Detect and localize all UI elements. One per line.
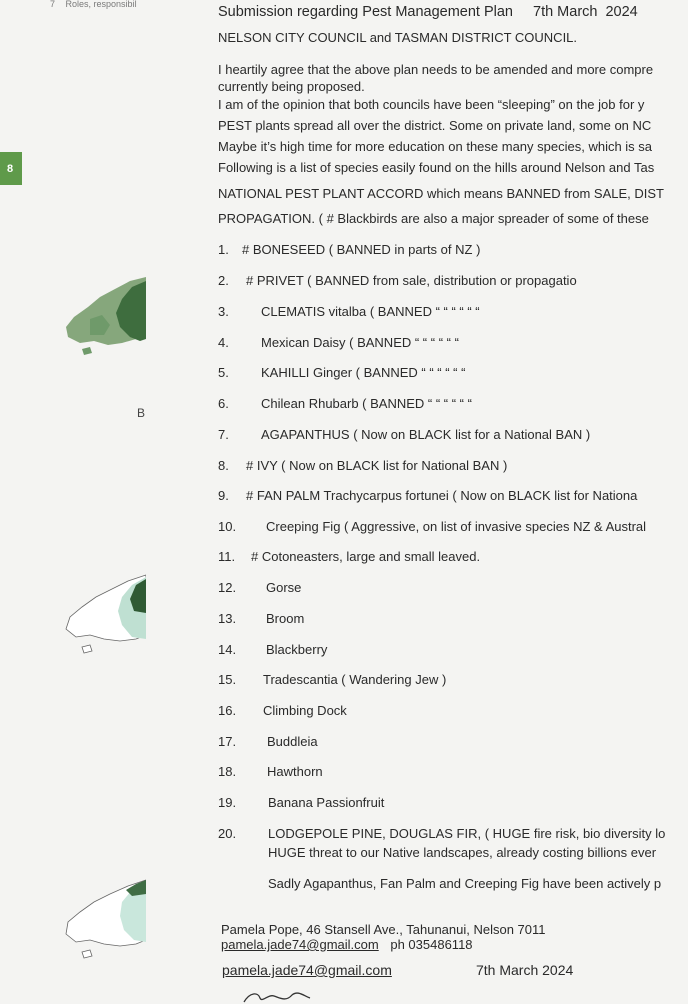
section-tab: 8 xyxy=(0,152,22,185)
map-image-3 xyxy=(65,879,146,959)
bleed-through-margin: 7 Roles, responsibil 8 B xyxy=(0,0,160,1004)
sender-contact: pamela.jade74@gmail.com ph 035486118 xyxy=(221,937,473,953)
title-date: 7th March xyxy=(533,4,598,20)
paragraph-line: Following is a list of species easily fo… xyxy=(218,160,655,175)
sender-address: Pamela Pope, 46 Stansell Ave., Tahunanui… xyxy=(221,922,546,937)
letter-title: Submission regarding Pest Management Pla… xyxy=(218,4,638,20)
list-item-continuation: HUGE threat to our Native landscapes, al… xyxy=(268,845,657,860)
bleed-letter: B xyxy=(137,406,146,420)
signature-image xyxy=(243,992,311,1003)
title-year: 2024 xyxy=(605,4,638,20)
footer-email-link[interactable]: pamela.jade74@gmail.com xyxy=(222,962,392,978)
section-tab-label: 8 xyxy=(6,162,14,175)
paragraph-line: NATIONAL PEST PLANT ACCORD which means B… xyxy=(218,186,664,201)
phone-number: ph 035486118 xyxy=(390,937,473,952)
paragraph-line: PEST plants spread all over the district… xyxy=(218,118,652,133)
email-link[interactable]: pamela.jade74@gmail.com xyxy=(221,937,379,952)
councils-line: NELSON CITY COUNCIL and TASMAN DISTRICT … xyxy=(218,30,578,45)
paragraph-line: PROPAGATION. ( # Blackbirds are also a m… xyxy=(218,211,649,226)
paragraph-line: I am of the opinion that both councils h… xyxy=(218,97,645,112)
footer-line: pamela.jade74@gmail.com 7th March 2024 xyxy=(222,962,573,978)
title-text: Submission regarding Pest Management Pla… xyxy=(218,4,513,20)
paragraph-line: I heartily agree that the above plan nee… xyxy=(218,62,654,77)
paragraph-line: Maybe it’s high time for more education … xyxy=(218,139,653,154)
closing-sentence: Sadly Agapanthus, Fan Palm and Creeping … xyxy=(268,876,662,891)
bleed-header-text: Roles, responsibil xyxy=(65,0,137,9)
bleed-header: 7 Roles, responsibil xyxy=(50,0,137,9)
map-image-2 xyxy=(65,574,146,654)
bleed-header-number: 7 xyxy=(50,0,56,9)
paragraph-line: currently being proposed. xyxy=(218,79,365,94)
footer-date: 7th March 2024 xyxy=(476,962,574,978)
map-image-1 xyxy=(66,277,146,355)
